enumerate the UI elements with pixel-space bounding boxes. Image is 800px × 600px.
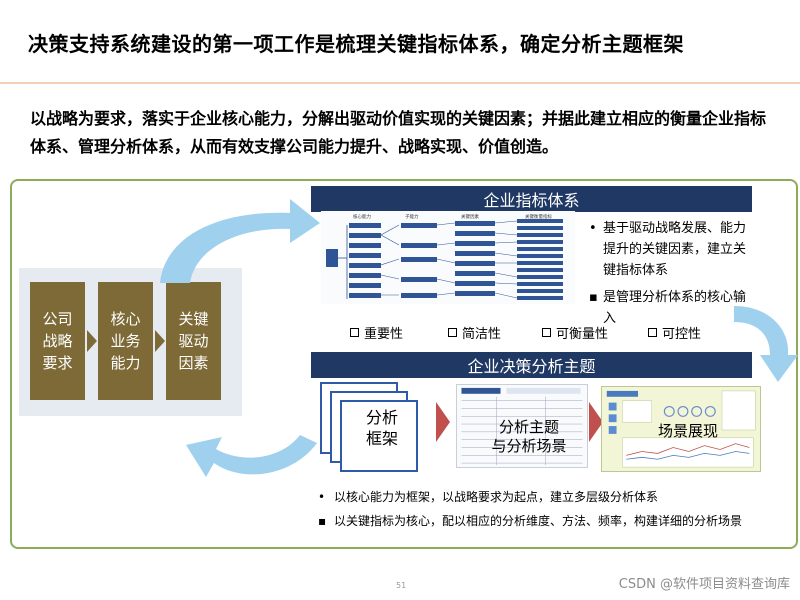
bullet-text: 以核心能力为框架，以战略要求为起点，建立多层级分析体系 bbox=[334, 490, 659, 504]
factor-box-drivers: 关键 驱动 因素 bbox=[166, 282, 221, 400]
diagram-col-label: 关键衡量指标 bbox=[525, 213, 552, 220]
bullet-text: 基于驱动战略发展、能力提升的关键因素，建立关键指标体系 bbox=[603, 221, 747, 278]
bullet-marker: ▪ bbox=[318, 514, 327, 528]
factor-box-capability: 核心 业务 能力 bbox=[98, 282, 153, 400]
watermark: CSDN @软件项目资料查询库 bbox=[618, 577, 790, 592]
factor-label: 公司 战略 要求 bbox=[42, 310, 73, 372]
checkbox-icon bbox=[448, 328, 457, 337]
bullet-text: 是管理分析体系的核心输入 bbox=[603, 290, 747, 326]
criterion-item: 简洁性 bbox=[448, 323, 501, 342]
dashboard-thumbnail bbox=[601, 386, 761, 472]
criterion-label: 简洁性 bbox=[462, 327, 502, 342]
scenario-label: 分析主题 与分析场景 bbox=[491, 418, 567, 455]
arrow-right-icon bbox=[436, 402, 450, 442]
title-divider bbox=[0, 82, 800, 84]
indicator-tree-diagram: 核心能力 子能力 关键因素 关键衡量指标 bbox=[321, 211, 575, 304]
bullet-marker: • bbox=[318, 490, 326, 504]
bullet-item: ▪ 以关键指标为核心，配以相应的分析维度、方法、频率，构建详细的分析场景 bbox=[318, 509, 742, 533]
bullet-item: •基于驱动战略发展、能力提升的关键因素，建立关键指标体系 bbox=[589, 218, 749, 281]
page-number: 51 bbox=[396, 581, 407, 590]
indicator-bullets: •基于驱动战略发展、能力提升的关键因素，建立关键指标体系 ▪是管理分析体系的核心… bbox=[589, 218, 749, 335]
factor-label: 关键 驱动 因素 bbox=[178, 310, 209, 372]
bullet-item: ▪是管理分析体系的核心输入 bbox=[589, 287, 749, 329]
scenario-document-thumbnail bbox=[456, 384, 588, 468]
intro-paragraph: 以战略为要求，落实于企业核心能力，分解出驱动价值实现的关键因素；并据此建立相应的… bbox=[30, 109, 767, 156]
chevron-right-icon bbox=[87, 330, 97, 352]
checkbox-icon bbox=[350, 328, 359, 337]
section-header-analysis-themes: 企业决策分析主题 bbox=[311, 352, 752, 378]
diagram-col-label: 关键因素 bbox=[461, 213, 479, 220]
analysis-bullets: • 以核心能力为框架，以战略要求为起点，建立多层级分析体系 ▪ 以关键指标为核心，配… bbox=[318, 485, 742, 533]
criterion-item: 重要性 bbox=[350, 323, 403, 342]
framework-label: 分析 框架 bbox=[365, 408, 398, 448]
diagram-col-label: 核心能力 bbox=[353, 213, 371, 220]
content-frame bbox=[10, 179, 798, 549]
diagram-col-label: 子能力 bbox=[405, 213, 419, 220]
criterion-label: 可衡量性 bbox=[556, 327, 609, 342]
chevron-right-icon bbox=[155, 330, 165, 352]
criterion-item: 可控性 bbox=[648, 323, 701, 342]
factor-box-strategy: 公司 战略 要求 bbox=[30, 282, 85, 400]
section-header-indicator-system: 企业指标体系 bbox=[311, 186, 752, 212]
curved-arrow-down-icon bbox=[734, 306, 798, 382]
framework-card-front bbox=[340, 400, 418, 472]
page-title: 决策支持系统建设的第一项工作是梳理关键指标体系，确定分析主题框架 bbox=[28, 32, 684, 56]
checkbox-icon bbox=[648, 328, 657, 337]
display-label: 场景展现 bbox=[658, 422, 719, 440]
criterion-item: 可衡量性 bbox=[542, 323, 608, 342]
curved-arrow-up-icon bbox=[160, 199, 320, 283]
arrow-right-icon bbox=[589, 402, 603, 442]
criterion-label: 重要性 bbox=[364, 327, 404, 342]
bullet-item: • 以核心能力为框架，以战略要求为起点，建立多层级分析体系 bbox=[318, 485, 742, 509]
criterion-label: 可控性 bbox=[662, 327, 702, 342]
checkbox-icon bbox=[542, 328, 551, 337]
curved-arrow-back-icon bbox=[186, 435, 317, 477]
factor-label: 核心 业务 能力 bbox=[110, 310, 141, 372]
bullet-text: 以关键指标为核心，配以相应的分析维度、方法、频率，构建详细的分析场景 bbox=[334, 514, 743, 528]
